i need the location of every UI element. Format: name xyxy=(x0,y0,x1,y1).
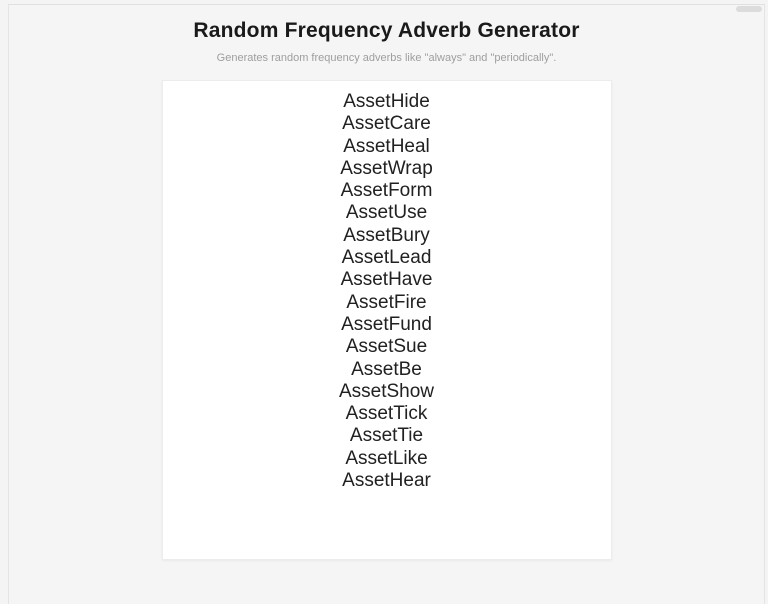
list-item: AssetUse xyxy=(345,202,428,224)
list-item: AssetLike xyxy=(345,447,428,469)
list-item: AssetHide xyxy=(343,91,430,112)
scrollbar-thumb[interactable] xyxy=(736,6,762,12)
page-subtitle: Generates random frequency adverbs like … xyxy=(216,52,557,64)
list-item: AssetHave xyxy=(340,269,433,291)
list-item: AssetBe xyxy=(351,358,422,380)
page-title: Random Frequency Adverb Generator xyxy=(193,19,580,42)
list-item: AssetFire xyxy=(346,291,427,313)
list-item: AssetHear xyxy=(342,470,431,492)
page-frame: Random Frequency Adverb Generator Genera… xyxy=(8,4,765,604)
list-item: AssetBury xyxy=(343,224,430,246)
list-item: AssetTick xyxy=(345,403,428,425)
list-item: AssetCare xyxy=(342,113,431,135)
list-item: AssetShow xyxy=(338,380,435,402)
list-item: AssetWrap xyxy=(340,157,433,179)
list-item: AssetFund xyxy=(341,313,432,335)
list-item: AssetLead xyxy=(341,247,432,269)
page-header: Random Frequency Adverb Generator Genera… xyxy=(9,5,764,65)
list-item: AssetTie xyxy=(349,425,424,447)
list-item: AssetForm xyxy=(340,180,433,202)
list-item: AssetSue xyxy=(345,336,428,358)
list-item: AssetHeal xyxy=(343,135,430,157)
